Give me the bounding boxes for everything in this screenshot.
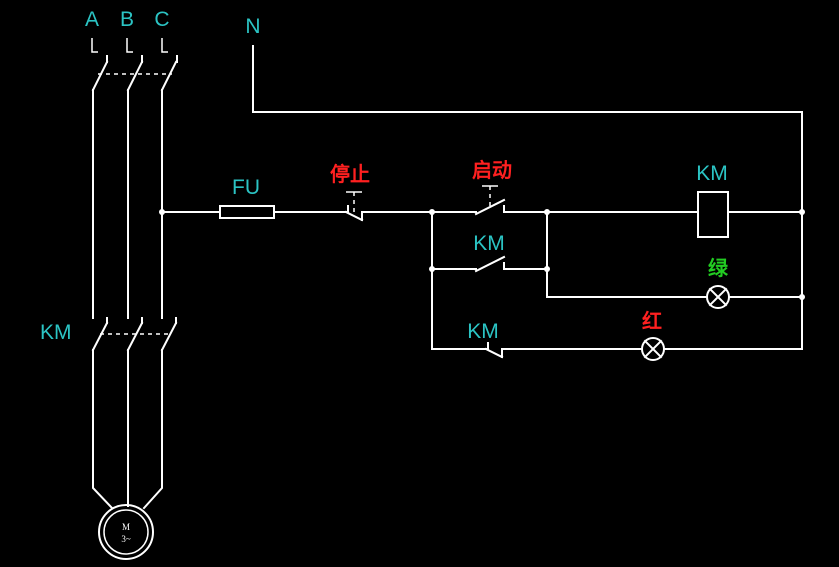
phase-a-label: A xyxy=(85,8,99,31)
motor-feed-a xyxy=(92,349,114,510)
motor-m-label: M xyxy=(122,522,130,532)
neutral-line xyxy=(252,45,803,349)
red-lamp-label: 红 xyxy=(642,309,662,333)
start-button-icon xyxy=(431,185,699,216)
junction-dot xyxy=(159,209,165,215)
junction-dot xyxy=(799,294,805,300)
aux-contact-1-label: KM xyxy=(473,232,505,255)
fuse-label: FU xyxy=(232,176,260,199)
main-contactor-label: KM xyxy=(40,321,72,344)
fuse-icon xyxy=(219,205,275,219)
motor-feed-c xyxy=(142,349,163,510)
nc-contact-icon xyxy=(431,342,643,359)
start-button-label: 启动 xyxy=(472,158,512,182)
junction-dot xyxy=(799,209,805,215)
stop-button-icon xyxy=(337,191,433,222)
coil-label: KM xyxy=(696,162,728,185)
motor-phase-label: 3~ xyxy=(121,534,131,544)
phase-c-label: C xyxy=(154,8,169,31)
stop-button-label: 停止 xyxy=(330,162,370,186)
km-coil-icon xyxy=(697,191,729,238)
red-lamp-icon xyxy=(641,337,665,361)
motor: M 3~ xyxy=(98,504,154,560)
aux-contact-2-label: KM xyxy=(467,320,499,343)
green-lamp-label: 绿 xyxy=(708,256,729,280)
neutral-label: N xyxy=(245,15,260,38)
main-contactor-km xyxy=(91,317,178,352)
green-lamp-icon xyxy=(706,285,730,309)
main-isolator-switch xyxy=(91,38,178,92)
holding-contact-icon xyxy=(431,255,548,273)
green-lamp-feed xyxy=(546,211,707,298)
phase-b-label: B xyxy=(120,8,134,31)
